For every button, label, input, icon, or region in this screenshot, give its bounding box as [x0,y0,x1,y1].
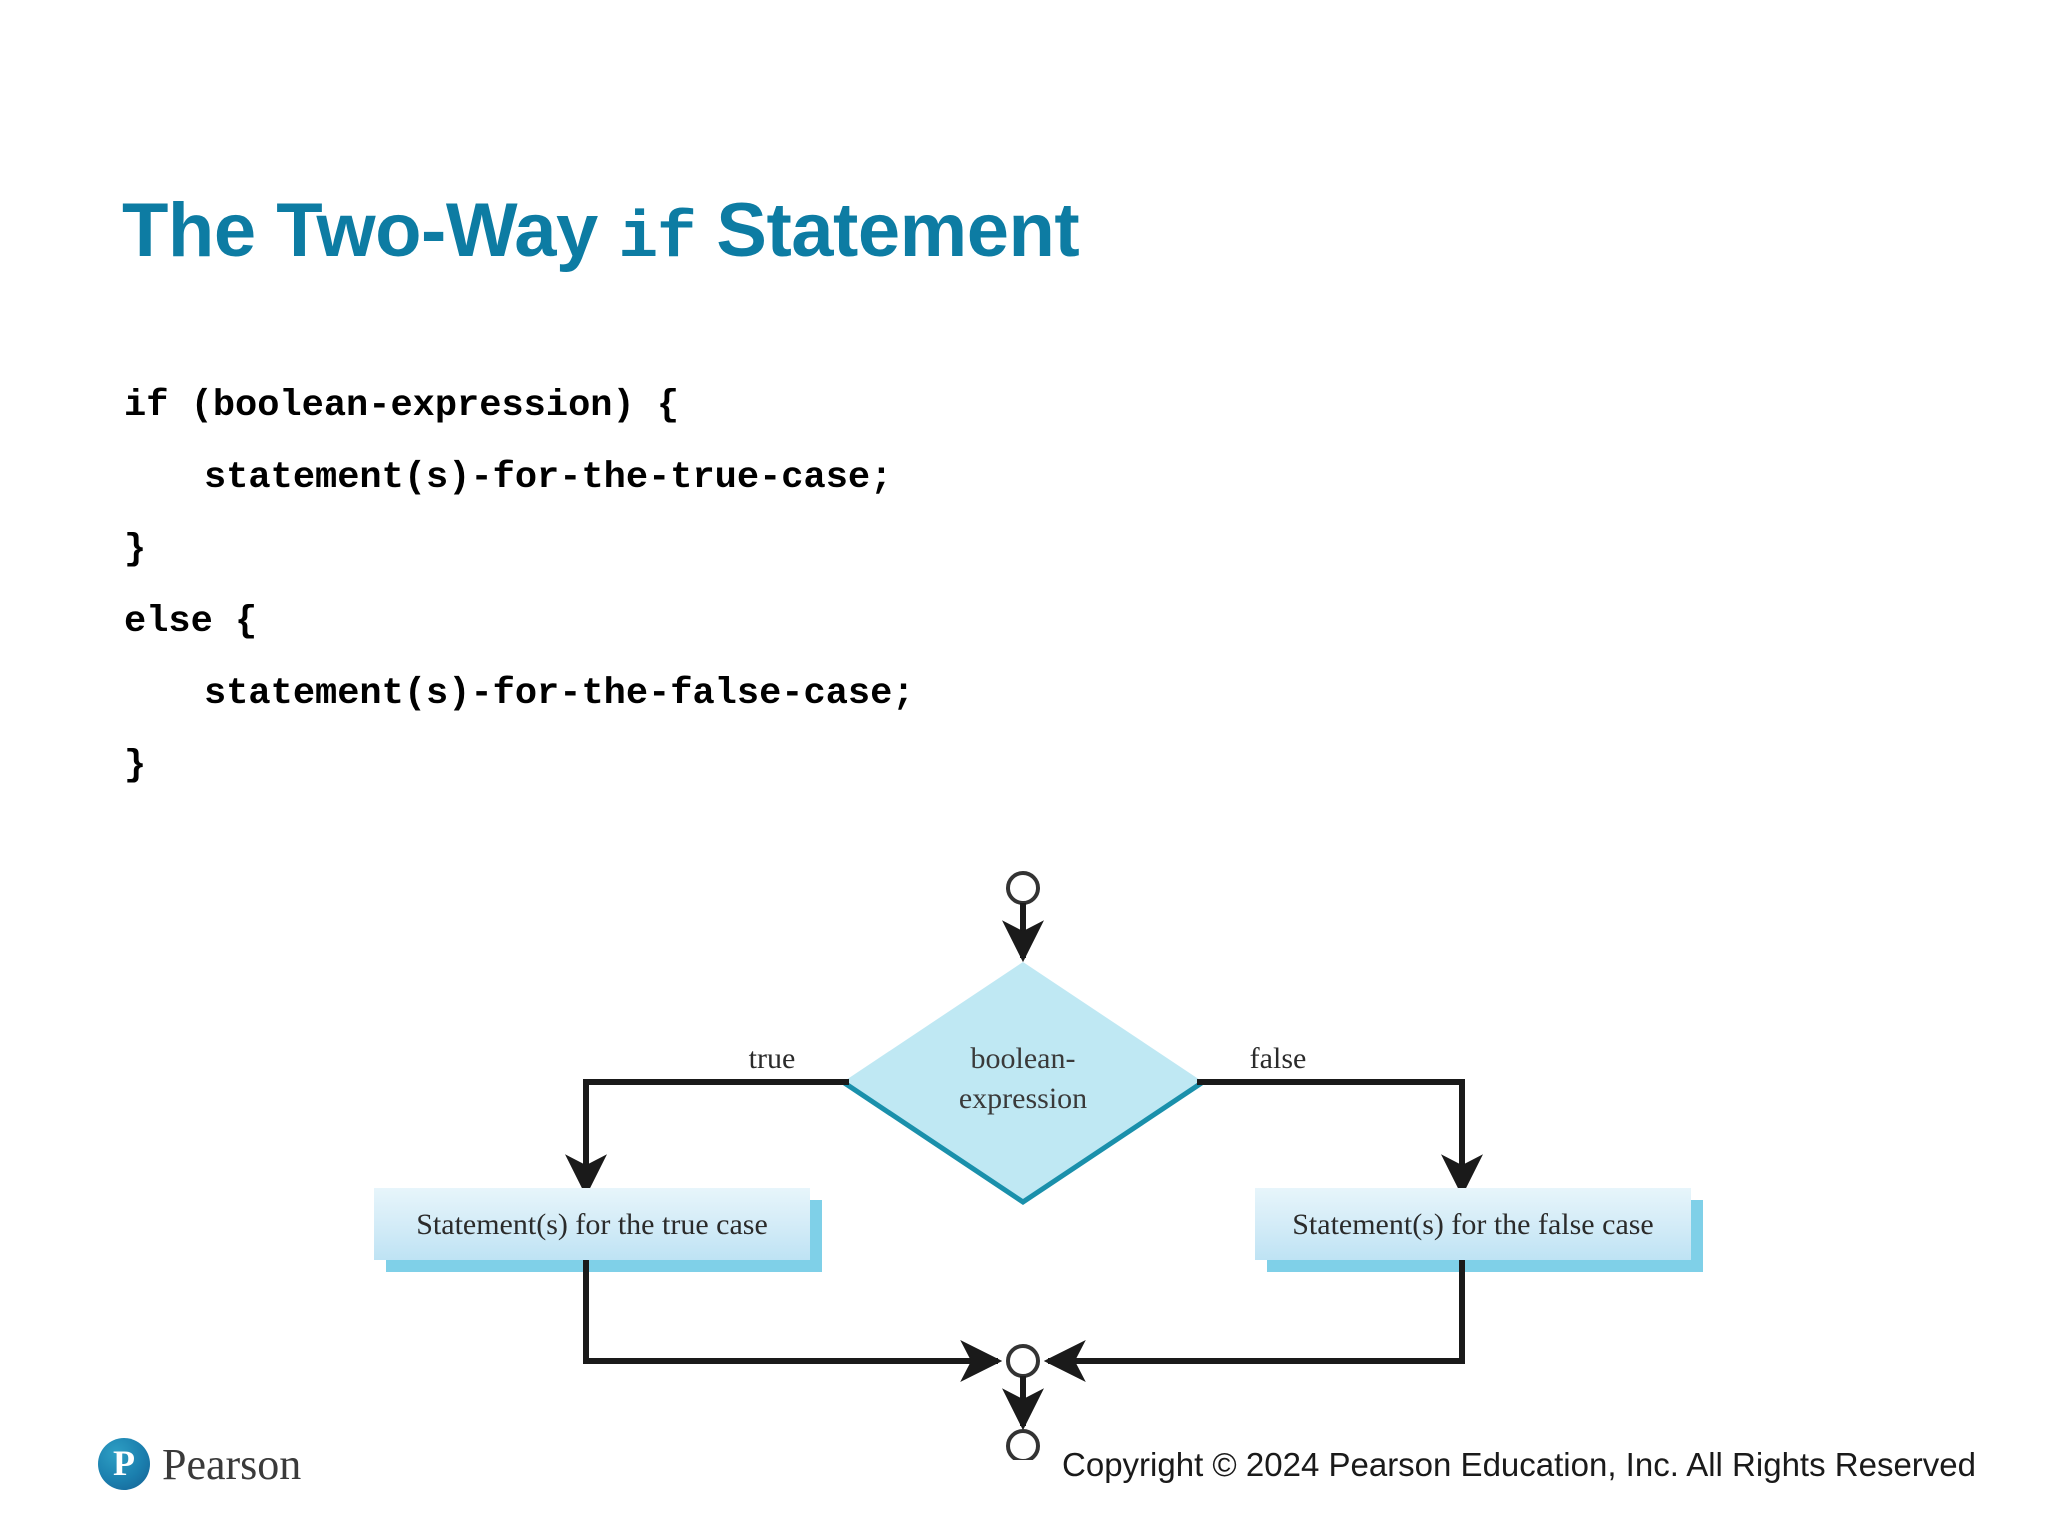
code-line-3: } [124,529,147,571]
page-title: The Two-Way if Statement [122,187,1080,276]
false-statement-box-label: Statement(s) for the false case [1292,1208,1654,1241]
decision-label-line1: boolean- [971,1042,1076,1075]
decision-diamond-edge [841,1079,1205,1206]
flowchart-diagram: boolean- expression true false Statement… [0,840,2048,1460]
title-prefix: The Two-Way [122,187,619,273]
start-circle [1006,871,1040,905]
pearson-p-icon [98,1438,150,1490]
title-keyword-if: if [618,200,696,276]
true-statement-box-label: Statement(s) for the true case [416,1208,768,1241]
merge-circle [1006,1344,1040,1378]
branch-label-true: true [749,1042,796,1075]
copyright-notice: Copyright © 2024 Pearson Education, Inc.… [1062,1446,1976,1483]
code-line-6: } [124,745,147,787]
code-line-5: statement(s)-for-the-false-case; [204,673,915,715]
decision-label-line2: expression [959,1082,1087,1115]
false-statement-box [1255,1188,1691,1260]
branch-label-false: false [1250,1042,1307,1075]
title-suffix: Statement [695,187,1080,273]
connector-true-to-merge [583,1260,1003,1382]
code-line-1: if (boolean-expression) { [124,385,680,427]
true-statement-box [374,1188,810,1260]
end-circle [1006,1429,1040,1460]
code-block: if (boolean-expression) { statement(s)-f… [124,370,915,802]
code-line-2: statement(s)-for-the-true-case; [204,457,893,499]
connector-true-branch [565,1079,849,1197]
code-line-4: else { [124,601,258,643]
pearson-logo: Pearson [98,1438,301,1490]
connector-false-branch [1197,1079,1483,1197]
pearson-wordmark: Pearson [162,1439,302,1489]
connector-false-to-merge [1043,1260,1465,1382]
